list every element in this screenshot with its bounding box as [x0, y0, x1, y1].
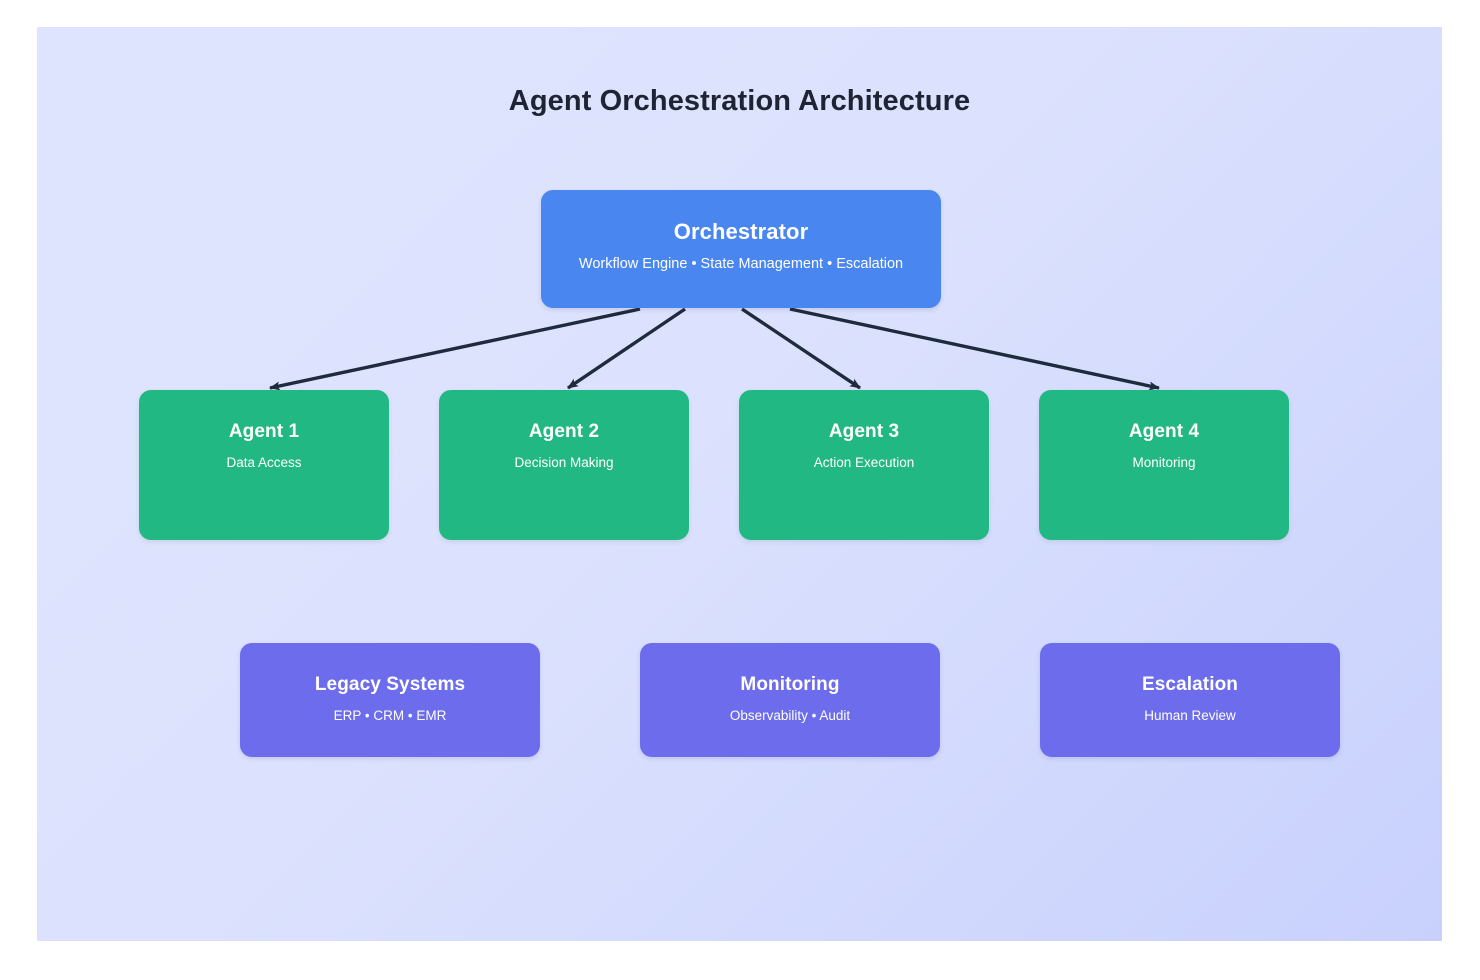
node-escalation-title: Escalation — [1141, 674, 1239, 695]
node-orchestrator-title: Orchestrator — [673, 219, 809, 244]
diagram-canvas: Agent Orchestration Architecture Orchest… — [37, 27, 1442, 941]
node-orchestrator[interactable]: Orchestrator Workflow Engine • State Man… — [541, 190, 941, 308]
node-legacy-systems[interactable]: Legacy Systems ERP • CRM • EMR — [240, 643, 540, 757]
node-agent-2-title: Agent 2 — [528, 421, 600, 442]
node-agent-2[interactable]: Agent 2 Decision Making — [439, 390, 689, 540]
connector-orchestrator-agent-4 — [789, 307, 1160, 391]
node-monitoring-title: Monitoring — [740, 674, 840, 695]
node-agent-1-title: Agent 1 — [228, 421, 300, 442]
node-monitoring-subtitle: Observability • Audit — [729, 708, 851, 723]
node-agent-4[interactable]: Agent 4 Monitoring — [1039, 390, 1289, 540]
node-agent-1-subtitle: Data Access — [226, 455, 302, 470]
connector-orchestrator-agent-1 — [269, 307, 641, 391]
connector-orchestrator-agent-2 — [567, 307, 686, 390]
page-title: Agent Orchestration Architecture — [508, 85, 971, 117]
node-escalation-subtitle: Human Review — [1144, 708, 1236, 723]
node-legacy-systems-subtitle: ERP • CRM • EMR — [333, 708, 447, 723]
node-agent-4-subtitle: Monitoring — [1132, 455, 1196, 470]
connector-orchestrator-agent-3 — [741, 307, 861, 390]
node-legacy-systems-title: Legacy Systems — [314, 674, 466, 695]
node-agent-3-title: Agent 3 — [828, 421, 900, 442]
node-agent-3[interactable]: Agent 3 Action Execution — [739, 390, 989, 540]
node-agent-1[interactable]: Agent 1 Data Access — [139, 390, 389, 540]
node-orchestrator-subtitle: Workflow Engine • State Management • Esc… — [578, 256, 904, 272]
node-agent-4-title: Agent 4 — [1128, 421, 1200, 442]
node-escalation[interactable]: Escalation Human Review — [1040, 643, 1340, 757]
node-agent-3-subtitle: Action Execution — [813, 455, 915, 470]
node-monitoring[interactable]: Monitoring Observability • Audit — [640, 643, 940, 757]
node-agent-2-subtitle: Decision Making — [514, 455, 614, 470]
